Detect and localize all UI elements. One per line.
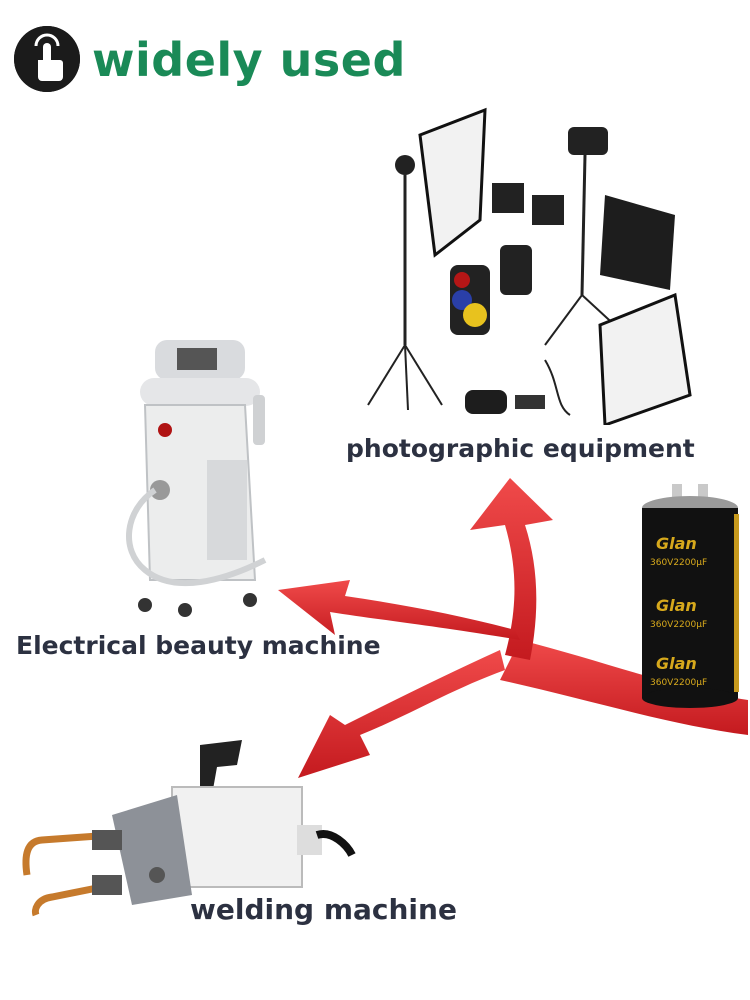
capacitor-rating-label: 360V2200μF: [650, 678, 708, 688]
photographic-equipment-label: photographic equipment: [346, 434, 695, 463]
capacitor-brand-label: Glan: [656, 534, 697, 553]
beauty-machine-label: Electrical beauty machine: [16, 631, 381, 660]
capacitor-rating-label: 360V2200μF: [650, 558, 708, 568]
capacitor-brand-label: Glan: [656, 596, 697, 615]
welding-machine-image: [22, 740, 356, 917]
page-title: widely used: [92, 33, 406, 87]
welding-machine-label: welding machine: [190, 893, 457, 926]
capacitor-rating-label: 360V2200μF: [650, 620, 708, 630]
capacitor-brand-label: Glan: [656, 654, 697, 673]
photographic-equipment-image: [367, 107, 692, 425]
tap-hand-icon: [14, 26, 80, 92]
beauty-machine-image: [126, 340, 267, 617]
capacitor-image: Glan 360V2200μF Glan 360V2200μF Glan 360…: [638, 478, 742, 710]
